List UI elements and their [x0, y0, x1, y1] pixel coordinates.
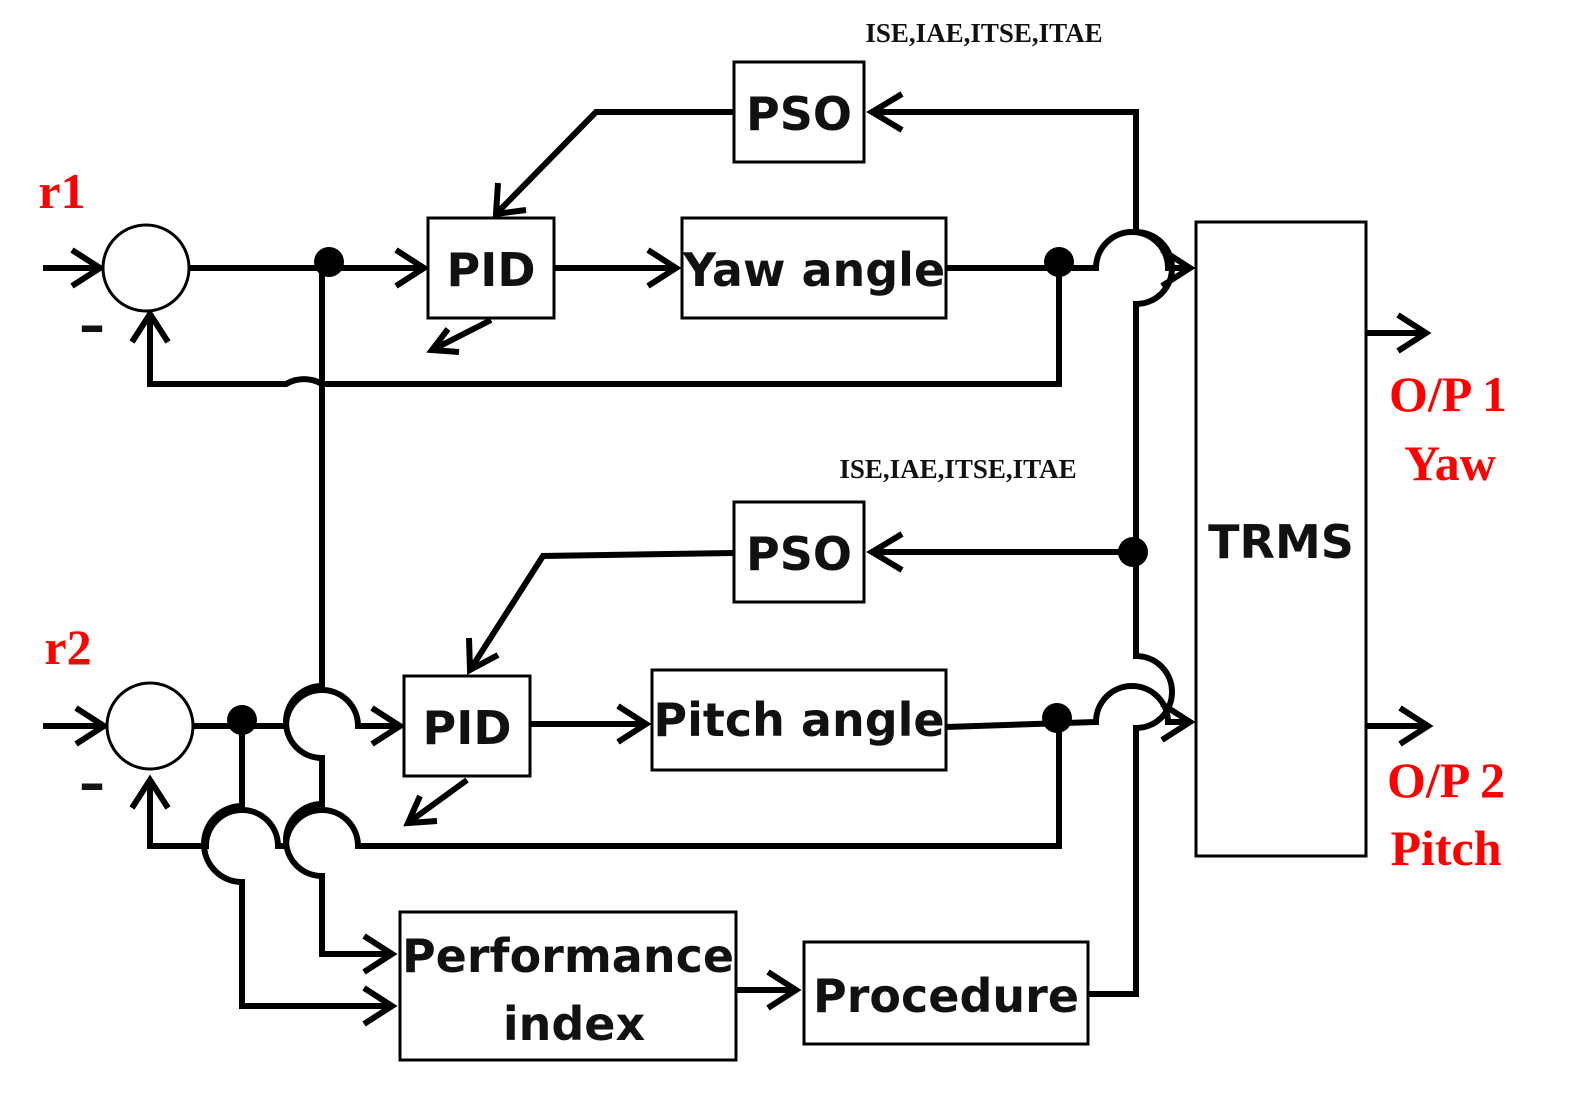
output-op1-label-line1: O/P 1: [1389, 366, 1507, 422]
arrowhead-pid-bottom-tune: [466, 637, 500, 675]
summing-junction-2: [105, 681, 195, 771]
pso-mid-label: PSO: [746, 527, 852, 581]
pitch-feedback-wire: [147, 718, 1062, 849]
arrowhead-trms-2: [1160, 701, 1196, 743]
pso-mid-to-pid-wire: [467, 550, 735, 672]
arrowhead-pid-top-out: [426, 327, 460, 355]
pso-top-to-pid-wire: [493, 109, 734, 217]
pso-top-block: [732, 60, 866, 164]
minus-sign-1: –: [79, 296, 105, 356]
trms-block: [1194, 220, 1368, 858]
arrowhead-pid-bottom: [370, 705, 406, 747]
arrowhead-procedure: [766, 969, 802, 1011]
arrowhead-op1: [1396, 312, 1432, 354]
junction-pso-mid: [1118, 537, 1148, 567]
arrowhead-perf-2: [362, 985, 398, 1027]
trms-label: TRMS: [1208, 515, 1354, 569]
pitch-angle-block: [650, 668, 948, 772]
pso-mid-block: [732, 500, 866, 604]
arrowhead-r2: [74, 705, 110, 747]
arrowhead-op2: [1398, 705, 1434, 747]
pso-top-label: PSO: [746, 87, 852, 141]
error2-to-performance-wire: [201, 720, 392, 1009]
procedure-label: Procedure: [813, 969, 1079, 1023]
performance-index-block: [398, 910, 738, 1062]
output-op2-label-line2: Pitch: [1390, 820, 1501, 876]
pitch-angle-label: Pitch angle: [653, 693, 944, 747]
performance-index-label-line2: index: [503, 997, 645, 1051]
junction-error2: [227, 705, 257, 735]
pid-top-label: PID: [446, 243, 535, 297]
output-op2-label-line1: O/P 2: [1387, 752, 1505, 808]
arrowhead-pso-top: [866, 91, 904, 133]
arrowhead-sum1-minus: [129, 308, 171, 344]
input-r2-label: r2: [44, 619, 91, 675]
arrowhead-perf-1: [362, 933, 398, 975]
metrics-mid-label: ISE,IAE,ITSE,ITAE: [839, 454, 1076, 484]
pid-bottom-label: PID: [422, 701, 511, 755]
procedure-block: [802, 940, 1090, 1046]
metrics-top-label: ISE,IAE,ITSE,ITAE: [865, 18, 1102, 48]
arrowhead-yaw: [646, 247, 682, 289]
input-r1-label: r1: [38, 163, 85, 219]
arrowhead-trms-1: [1160, 247, 1196, 289]
junction-pitch-out: [1042, 703, 1072, 733]
yaw-angle-label: Yaw angle: [682, 243, 945, 297]
performance-index-label-line1: Performance: [402, 929, 734, 983]
pid-top-block: [426, 216, 556, 320]
pid-bottom-block: [402, 674, 532, 778]
yaw-angle-block: [680, 216, 948, 320]
arrowhead-pid-top-tune: [492, 182, 527, 218]
error1-to-performance-wire: [283, 262, 392, 957]
arrowhead-pitch: [616, 703, 652, 745]
junction-yaw-out: [1044, 247, 1074, 277]
minus-sign-2: –: [79, 754, 105, 814]
arrowhead-r1: [70, 247, 106, 289]
sum2-to-pid-bottom-wire: [194, 687, 400, 729]
summing-junction-1: [101, 223, 191, 313]
junction-error1: [314, 247, 344, 277]
output-op1-label-line2: Yaw: [1404, 435, 1496, 491]
arrowhead-pid-top: [394, 247, 430, 289]
arrowhead-pid-bottom-out: [403, 794, 438, 827]
procedure-bus-wire: [872, 109, 1175, 997]
arrowhead-pso-mid: [866, 531, 904, 573]
arrowhead-sum2-minus: [129, 774, 171, 810]
pid-top-tuning-wire: [434, 317, 493, 351]
pid-bottom-tuning-wire: [410, 777, 469, 823]
